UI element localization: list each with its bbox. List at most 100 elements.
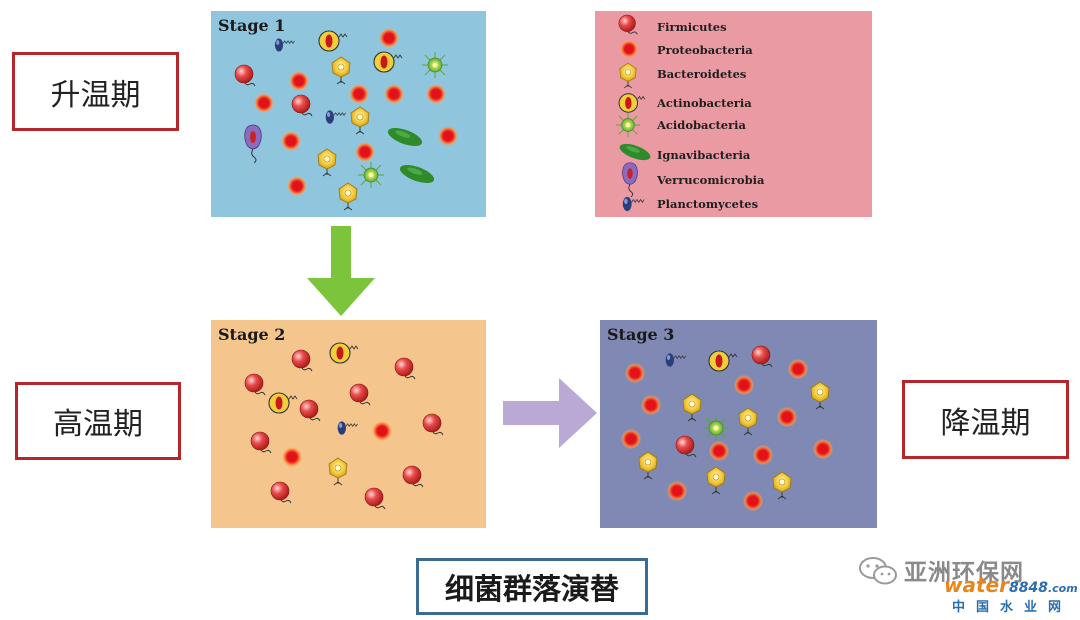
firmicutes-icon (675, 435, 697, 458)
stage-2-panel: Stage 2 (211, 320, 486, 528)
proteobacteria-icon (253, 92, 275, 114)
verrucomicrobia-icon (622, 162, 638, 197)
ignavibacteria-icon (397, 163, 437, 185)
stage-3-panel: Stage 3 (600, 320, 877, 528)
proteobacteria-icon (640, 394, 662, 416)
legend-label-actinobacteria: Actinobacteria (657, 96, 752, 110)
planctomycetes-icon (325, 109, 347, 125)
ignavibacteria-icon (385, 126, 425, 148)
phase-label-thermophilic: 高温期 (15, 382, 181, 460)
proteobacteria-icon (286, 175, 308, 197)
arrow-right-icon (503, 378, 597, 448)
actinobacteria-icon (618, 93, 646, 113)
bacteroidetes-icon (338, 182, 358, 211)
proteobacteria-icon (378, 27, 400, 49)
proteobacteria-icon (708, 440, 730, 462)
legend-label-planctomycetes: Planctomycetes (657, 197, 759, 211)
bacteroidetes-icon (619, 62, 637, 89)
proteobacteria-icon (666, 480, 688, 502)
legend-label-verrucomicrobia: Verrucomicrobia (657, 173, 765, 187)
stage-1-bacteria (234, 27, 459, 211)
bacteroidetes-icon (772, 471, 792, 500)
acidobacteria-icon (615, 112, 641, 138)
proteobacteria-icon (437, 125, 459, 147)
proteobacteria-icon (624, 362, 646, 384)
watermark-logo: water8848.com (944, 573, 1078, 597)
planctomycetes-icon (337, 420, 359, 436)
proteobacteria-icon (281, 446, 303, 468)
actinobacteria-icon (708, 350, 738, 372)
legend-label-bacteroidetes: Bacteroidetes (657, 67, 747, 81)
firmicutes-icon (291, 94, 313, 117)
watermark: 亚洲环保网 water8848.com 中国水业网 (858, 553, 1078, 617)
firmicutes-icon (250, 431, 272, 454)
watermark-logo-text: water (944, 573, 1009, 597)
proteobacteria-icon (733, 374, 755, 396)
proteobacteria-icon (619, 39, 639, 59)
bacteroidetes-icon (682, 393, 702, 422)
proteobacteria-icon (280, 130, 302, 152)
watermark-logo-number: 8848 (1008, 580, 1048, 596)
firmicutes-icon (618, 14, 638, 35)
bacteroidetes-icon (328, 457, 348, 486)
legend-panel: Firmicutes Proteobacteria Bacteroidetes … (595, 11, 872, 217)
actinobacteria-icon (268, 392, 298, 414)
actinobacteria-icon (329, 342, 359, 364)
phase-label-cooling: 降温期 (902, 380, 1069, 459)
phase-label-heating: 升温期 (12, 52, 179, 131)
verrucomicrobia-icon (244, 124, 262, 163)
planctomycetes-icon (622, 196, 645, 212)
actinobacteria-icon (318, 30, 348, 52)
acidobacteria-icon (702, 414, 730, 442)
legend-label-ignavibacteria: Ignavibacteria (657, 148, 751, 162)
bacteroidetes-icon (810, 381, 830, 410)
acidobacteria-icon (357, 161, 385, 189)
firmicutes-icon (291, 349, 313, 372)
bacteroidetes-icon (638, 451, 658, 480)
proteobacteria-icon (383, 83, 405, 105)
proteobacteria-icon (812, 438, 834, 460)
bacteroidetes-icon (350, 106, 370, 135)
proteobacteria-icon (787, 358, 809, 380)
stage-3-bacteria (620, 345, 834, 512)
watermark-logo-suffix: .com (1047, 582, 1078, 595)
bacteroidetes-icon (706, 466, 726, 495)
wechat-icon (859, 557, 897, 585)
firmicutes-icon (234, 64, 256, 87)
legend-label-acidobacteria: Acidobacteria (657, 118, 747, 132)
proteobacteria-icon (348, 83, 370, 105)
proteobacteria-icon (354, 141, 376, 163)
stage-1-title: Stage 1 (218, 16, 286, 35)
watermark-name: 亚洲环保网 (904, 560, 1024, 586)
stage-3-title: Stage 3 (607, 325, 675, 344)
proteobacteria-icon (742, 490, 764, 512)
diagram-caption: 细菌群落演替 (416, 558, 648, 615)
proteobacteria-icon (371, 420, 393, 442)
ignavibacteria-icon (617, 141, 653, 163)
watermark-cn-text: 中国水业网 (952, 600, 1073, 615)
legend-label-proteobacteria: Proteobacteria (657, 43, 753, 57)
bacteroidetes-icon (331, 56, 351, 85)
firmicutes-icon (364, 487, 386, 510)
firmicutes-icon (299, 399, 321, 422)
firmicutes-icon (422, 413, 444, 436)
firmicutes-icon (349, 383, 371, 406)
stage-1-panel: Stage 1 (211, 11, 486, 217)
proteobacteria-icon (752, 444, 774, 466)
firmicutes-icon (244, 373, 266, 396)
firmicutes-icon (394, 357, 416, 380)
acidobacteria-icon (421, 51, 449, 79)
actinobacteria-icon (373, 51, 403, 73)
firmicutes-icon (402, 465, 424, 488)
legend-label-firmicutes: Firmicutes (657, 20, 727, 34)
proteobacteria-icon (425, 83, 447, 105)
arrow-down-icon (307, 226, 375, 316)
stage-2-bacteria (244, 342, 444, 510)
planctomycetes-icon (665, 352, 687, 368)
proteobacteria-icon (288, 70, 310, 92)
stage-2-title: Stage 2 (218, 325, 286, 344)
bacteroidetes-icon (317, 148, 337, 177)
proteobacteria-icon (620, 428, 642, 450)
planctomycetes-icon (274, 38, 295, 52)
firmicutes-icon (751, 345, 773, 368)
